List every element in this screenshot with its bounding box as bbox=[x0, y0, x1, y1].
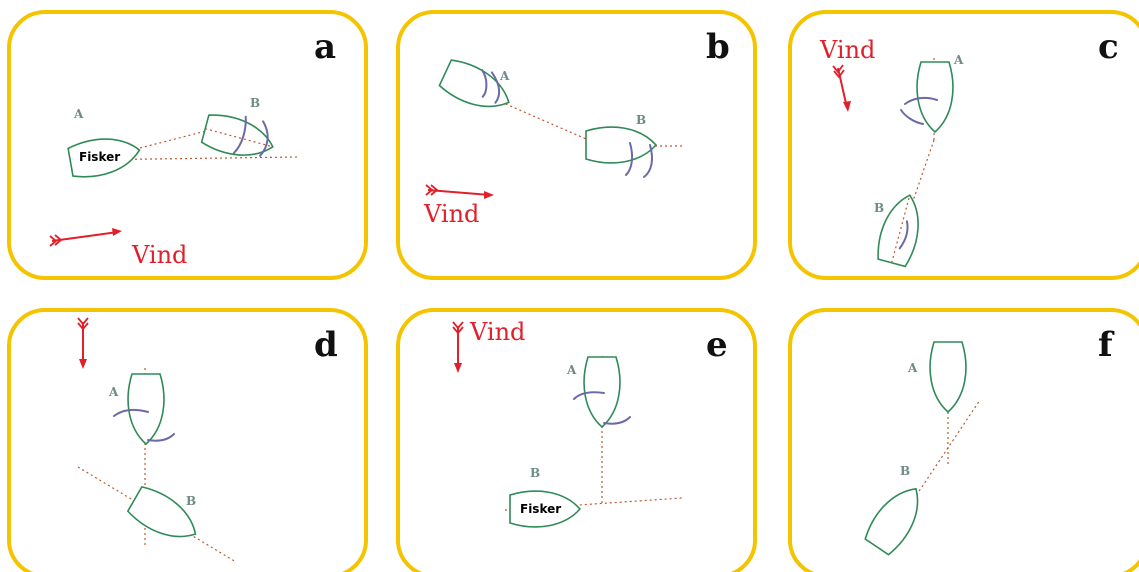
panel-d-boat-a-label: A bbox=[108, 385, 119, 399]
panel-d-boat-a bbox=[113, 373, 175, 445]
panel-c-boat-b bbox=[873, 189, 928, 269]
panel-c: c A B Vind bbox=[788, 10, 1139, 280]
panel-b-wind-label: Vind bbox=[423, 200, 479, 228]
panel-d-course-line-2 bbox=[77, 466, 237, 563]
panel-c-boat-b-label: B bbox=[874, 201, 884, 215]
panel-a-boat-b-label: B bbox=[250, 96, 260, 110]
panel-d-letter: d bbox=[314, 325, 338, 365]
panel-d-boat-b-label: B bbox=[186, 494, 196, 508]
panel-f: f A B bbox=[788, 308, 1139, 572]
panel-f-boat-b bbox=[861, 477, 932, 558]
panel-d-wind-arrow bbox=[77, 317, 89, 369]
panel-c-letter: c bbox=[1098, 27, 1119, 67]
panel-c-boat-a-label: A bbox=[953, 53, 964, 67]
panel-c-course-line-2 bbox=[891, 139, 935, 263]
panel-e-boat-b: Fisker bbox=[509, 490, 581, 528]
panel-a: a Fisker A B Vind bbox=[7, 10, 368, 280]
panel-e-frame bbox=[396, 308, 757, 572]
panel-e-wind-arrow bbox=[452, 321, 464, 373]
panel-e-boat-a bbox=[573, 356, 631, 428]
panel-a-frame bbox=[7, 10, 368, 280]
panel-b-boat-a bbox=[436, 55, 518, 120]
panel-f-boat-b-label: B bbox=[900, 464, 910, 478]
panel-c-boat-a bbox=[900, 61, 954, 133]
panel-e-boat-a-label: A bbox=[566, 363, 577, 377]
panel-f-boat-a bbox=[929, 341, 967, 413]
panel-b-boat-b bbox=[585, 126, 657, 178]
panel-c-wind-label: Vind bbox=[819, 36, 875, 64]
panel-e-fisher-label: Fisker bbox=[520, 502, 561, 516]
panel-f-boat-a-label: A bbox=[907, 361, 918, 375]
panel-d-frame bbox=[7, 308, 368, 572]
panel-b-wind-arrow bbox=[425, 184, 494, 199]
panel-b-boat-b-label: B bbox=[636, 113, 646, 127]
panel-a-letter: a bbox=[314, 27, 336, 67]
panel-e: e A Fisker B Vind bbox=[396, 308, 757, 572]
panel-a-wind-arrow bbox=[49, 228, 122, 247]
panel-a-course-line-2 bbox=[139, 129, 211, 149]
panel-e-letter: e bbox=[706, 325, 728, 365]
panel-f-frame bbox=[788, 308, 1139, 572]
panel-a-fisher-label: Fisker bbox=[79, 150, 120, 164]
panel-a-boat-a-label: A bbox=[73, 107, 84, 121]
panel-c-frame bbox=[788, 10, 1139, 280]
panel-e-wind-label: Vind bbox=[469, 318, 525, 346]
panel-f-letter: f bbox=[1098, 325, 1115, 365]
panel-b-letter: b bbox=[706, 27, 730, 67]
panel-a-wind-label: Vind bbox=[131, 241, 187, 269]
panel-e-boat-b-label: B bbox=[530, 466, 540, 480]
panel-a-boat-b bbox=[199, 110, 279, 165]
panel-b-boat-a-label: A bbox=[499, 69, 510, 83]
panel-a-boat-a: Fisker bbox=[66, 131, 144, 181]
panel-c-wind-arrow bbox=[832, 64, 851, 112]
panel-b: b A B Vind bbox=[396, 10, 757, 280]
panel-f-course-line-2 bbox=[882, 399, 981, 546]
panel-b-frame bbox=[396, 10, 757, 280]
panel-d: d A B bbox=[7, 308, 368, 572]
